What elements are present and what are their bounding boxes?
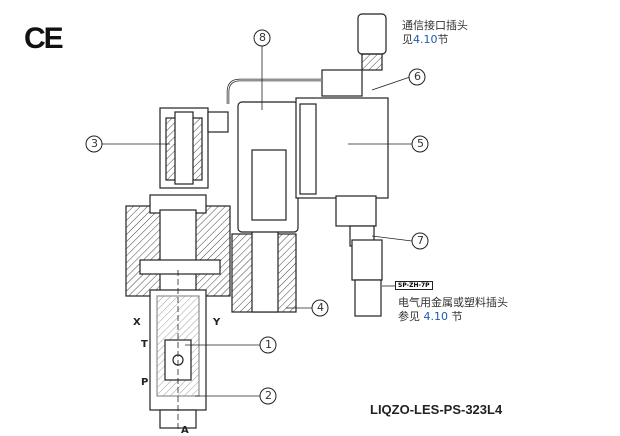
leader-lines <box>102 46 413 397</box>
callout-circle-6 <box>408 68 426 86</box>
port-p: P <box>141 377 149 388</box>
driver-electronics <box>295 97 389 199</box>
port-a: A <box>181 425 189 436</box>
note-prefix: 见 <box>402 33 413 46</box>
connector-tag: SP-ZH-7P <box>395 281 433 290</box>
comm-connector <box>357 13 387 55</box>
callout-label-1: 1 <box>265 338 272 351</box>
model-code: LIQZO-LES-PS-323L4 <box>370 402 503 417</box>
callout-label-6: 6 <box>414 70 421 83</box>
callout-circle-3 <box>85 135 103 153</box>
callout-circle-7 <box>411 232 429 250</box>
note-prefix: 参见 <box>398 310 424 323</box>
note-suffix: 节 <box>448 310 463 323</box>
callout-circle-8 <box>253 29 271 47</box>
callout-circle-4 <box>311 299 329 317</box>
callout-circle-2 <box>259 387 277 405</box>
note-suffix: 节 <box>437 33 449 46</box>
ce-mark: CE <box>24 22 64 55</box>
main-connector-note: 电气用金属或塑料插头 参见 4.10 节 <box>398 296 508 324</box>
section-ref: 4.10 <box>413 33 438 46</box>
note-ref-line: 参见 4.10 节 <box>398 310 508 324</box>
section-ref: 4.10 <box>423 310 449 323</box>
port-x: X <box>133 317 141 328</box>
note-ref-line: 见4.10节 <box>402 33 468 47</box>
callout-label-3: 3 <box>91 137 98 150</box>
port-y: Y <box>213 317 221 328</box>
callout-label-8: 8 <box>259 31 266 44</box>
note-text: 通信接口插头 <box>402 19 468 32</box>
port-t: T <box>141 339 148 350</box>
callout-circle-5 <box>411 135 429 153</box>
callout-label-2: 2 <box>265 389 272 402</box>
callout-label-7: 7 <box>417 234 424 247</box>
main-connector <box>351 239 383 281</box>
note-text: 电气用金属或塑料插头 <box>398 296 508 309</box>
callout-label-5: 5 <box>417 137 424 150</box>
comm-connector-note: 通信接口插头 见4.10节 <box>402 19 468 47</box>
callout-label-4: 4 <box>317 301 324 314</box>
callout-circle-1 <box>259 336 277 354</box>
